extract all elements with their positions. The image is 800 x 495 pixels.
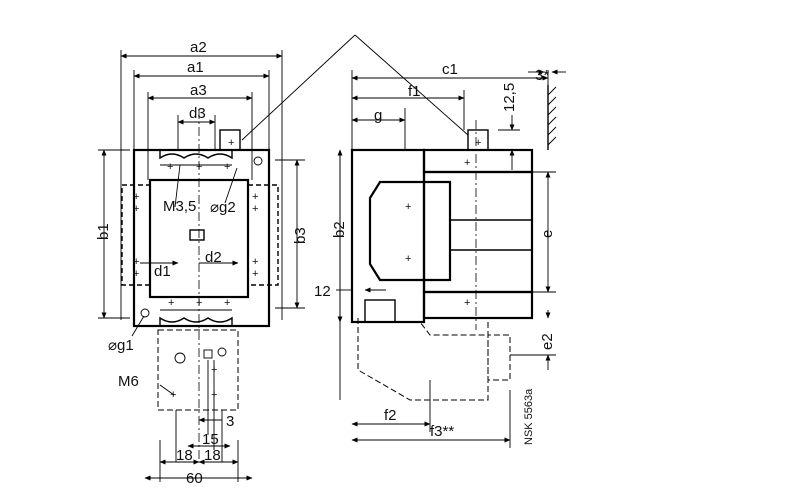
label-g1: ⌀g1 xyxy=(108,337,134,354)
label-f3: f3** xyxy=(430,423,454,440)
label-dim15: 15 xyxy=(202,431,219,448)
svg-text:+: + xyxy=(252,203,258,215)
label-b1: b1 xyxy=(95,223,112,240)
side-operating-element xyxy=(368,180,452,282)
svg-text:+: + xyxy=(167,161,173,173)
svg-text:+: + xyxy=(168,297,174,309)
label-e: e xyxy=(539,230,556,238)
side-accessory-outline xyxy=(357,318,511,401)
label-e2: e2 xyxy=(539,333,556,350)
front-labels: a2 a1 a3 d3 M3,5 ⌀g2 b1 b3 d1 d2 ⌀g1 M6 … xyxy=(95,39,309,487)
label-m6: M6 xyxy=(118,373,139,390)
label-g: g xyxy=(374,107,382,124)
svg-text:+: + xyxy=(224,297,230,309)
label-d2: d2 xyxy=(205,249,222,266)
svg-text:+: + xyxy=(464,297,470,309)
label-sup3: 3* xyxy=(535,67,549,84)
side-labels: c1 3* f1 g 12,5 b2 e 12 e2 f2 f3** NSK 5… xyxy=(314,61,556,445)
svg-text:+: + xyxy=(464,157,470,169)
label-a2: a2 xyxy=(190,39,207,56)
side-main-block xyxy=(350,148,426,324)
svg-text:+: + xyxy=(405,201,411,213)
label-reference: NSK 5563a xyxy=(523,388,535,445)
svg-text:+: + xyxy=(133,203,139,215)
label-b2: b2 xyxy=(331,221,348,238)
label-f2: f2 xyxy=(384,407,397,424)
svg-text:+: + xyxy=(405,253,411,265)
label-dim60: 60 xyxy=(186,470,203,487)
label-d3: d3 xyxy=(189,105,206,122)
front-dimensions xyxy=(98,50,305,482)
svg-text:+: + xyxy=(475,137,481,149)
label-c1: c1 xyxy=(442,61,458,78)
label-dim3: 3 xyxy=(226,413,234,430)
front-view: + ++ ++ ++ ++ +++ +++ + + + xyxy=(121,34,469,460)
svg-text:+: + xyxy=(228,137,234,149)
front-top-terminals xyxy=(159,150,233,160)
label-m35: M3,5 xyxy=(163,198,196,215)
label-dim18b: 18 xyxy=(204,447,221,464)
label-dim18a: 18 xyxy=(176,447,193,464)
svg-text:+: + xyxy=(133,256,139,268)
label-d1: d1 xyxy=(154,263,171,280)
label-b3: b3 xyxy=(292,227,309,244)
svg-text:+: + xyxy=(252,191,258,203)
label-g2: ⌀g2 xyxy=(210,199,236,216)
svg-text:+: + xyxy=(224,161,230,173)
label-f1: f1 xyxy=(408,83,421,100)
label-dim12: 12 xyxy=(314,283,331,300)
svg-text:+: + xyxy=(133,191,139,203)
side-dimensions xyxy=(336,69,566,448)
svg-text:+: + xyxy=(170,389,176,401)
svg-text:+: + xyxy=(133,268,139,280)
label-dim125: 12,5 xyxy=(501,83,518,112)
label-a1: a1 xyxy=(187,59,204,76)
front-mounting-plate xyxy=(157,329,239,411)
front-outer-housing xyxy=(132,148,271,328)
svg-text:+: + xyxy=(252,256,258,268)
label-a3: a3 xyxy=(190,82,207,99)
svg-text:+: + xyxy=(252,268,258,280)
side-view: + + + + + xyxy=(350,85,557,401)
